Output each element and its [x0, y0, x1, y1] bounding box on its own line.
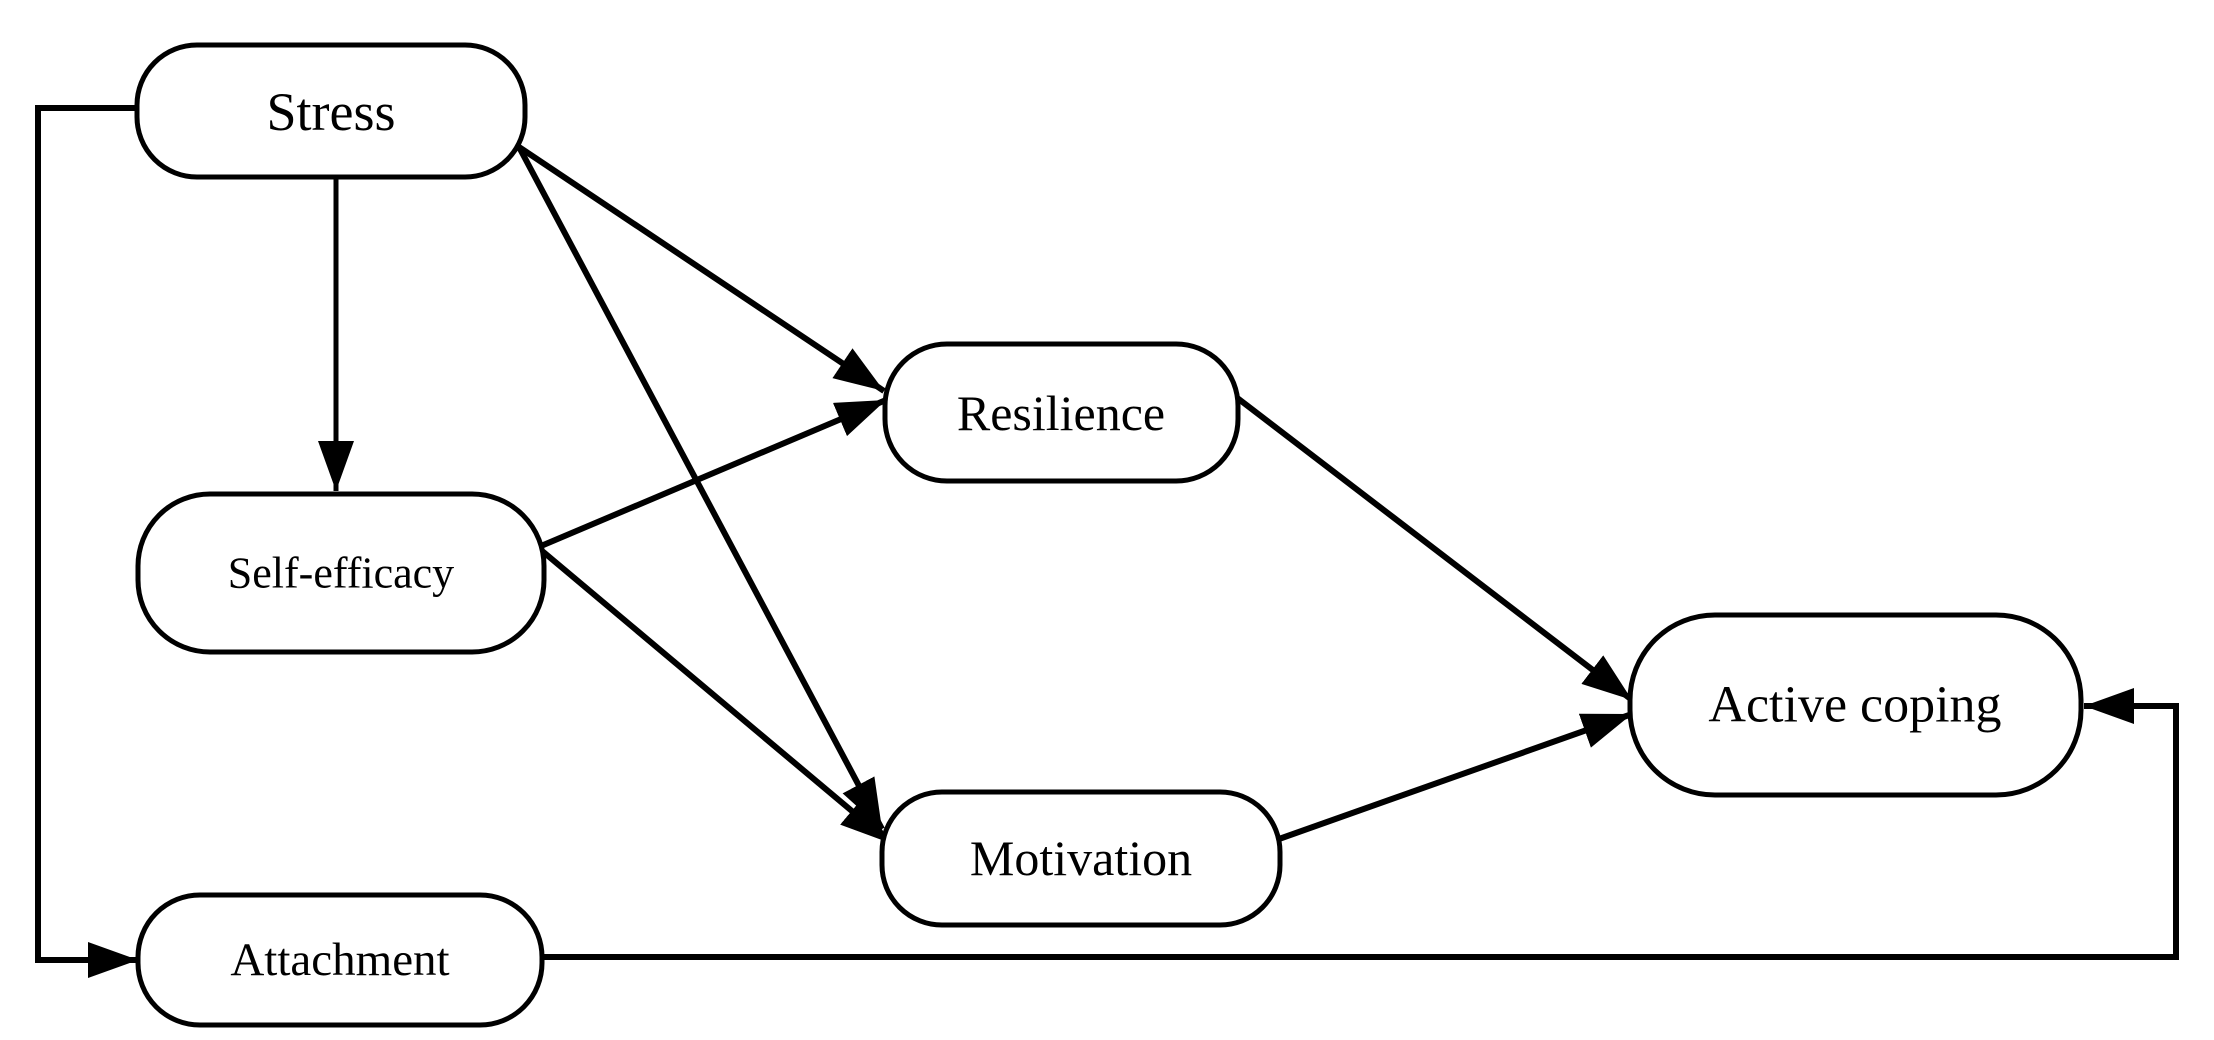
node-stress: Stress — [134, 42, 528, 180]
edge-motivation-to-active-coping — [1277, 711, 1634, 842]
node-motivation: Motivation — [879, 789, 1283, 928]
edge-stress-to-attachment — [35, 105, 138, 978]
node-attachment-shape — [135, 892, 545, 1028]
edge-self-efficacy-to-resilience — [539, 397, 888, 549]
node-active-coping: Active coping — [1627, 612, 2084, 798]
node-self-efficacy-shape — [135, 491, 547, 655]
node-attachment-label: Attachment — [230, 934, 449, 986]
node-resilience-label: Resilience — [957, 385, 1165, 441]
node-active-coping-shape — [1627, 612, 2084, 798]
node-motivation-shape — [879, 789, 1283, 928]
edge-resilience-to-active-coping — [1234, 394, 1634, 703]
node-stress-label: Stress — [266, 82, 395, 142]
node-stress-shape — [134, 42, 528, 180]
node-self-efficacy-label: Self-efficacy — [228, 549, 454, 598]
edge-stress-to-motivation — [516, 145, 885, 831]
edge-stress-to-resilience — [517, 144, 886, 394]
node-resilience-shape — [882, 341, 1241, 484]
node-self-efficacy: Self-efficacy — [135, 491, 547, 655]
edge-attachment-to-active-coping — [542, 688, 2179, 960]
edges-layer — [35, 105, 2179, 978]
nodes-layer: Stress Self-efficacy Resilience Motivati… — [134, 42, 2084, 1028]
node-attachment: Attachment — [135, 892, 545, 1028]
node-active-coping-label: Active coping — [1708, 677, 2001, 734]
node-motivation-label: Motivation — [970, 830, 1192, 886]
edge-self-efficacy-to-motivation — [539, 547, 892, 846]
node-resilience: Resilience — [882, 341, 1241, 484]
